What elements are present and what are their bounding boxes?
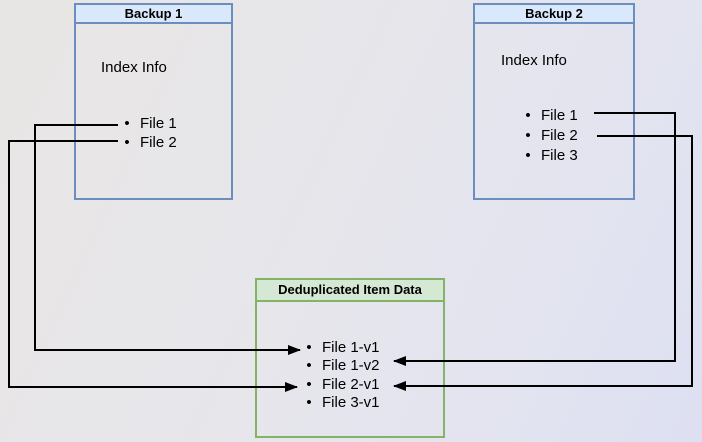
bullet-icon: • — [306, 338, 312, 356]
backup1-file-list: • File 1 • File 2 — [120, 114, 177, 152]
list-item: • File 2-v1 — [302, 375, 380, 394]
list-item: • File 1-v1 — [302, 338, 380, 357]
list-item: • File 1 — [521, 105, 578, 125]
bullet-icon: • — [306, 357, 312, 375]
backup2-file-list: • File 1 • File 2 • File 3 — [521, 105, 578, 165]
dedup-item-label: File 3-v1 — [322, 394, 380, 412]
bullet-icon: • — [306, 394, 312, 412]
backup2-index-info-label: Index Info — [501, 52, 567, 69]
file-label: File 1 — [140, 115, 177, 132]
bullet-icon: • — [124, 134, 130, 151]
dedup-box: Deduplicated Item Data • File 1-v1 • Fil… — [255, 278, 445, 438]
file-label: File 2 — [541, 126, 578, 144]
list-item: • File 1-v2 — [302, 357, 380, 376]
dedup-item-label: File 2-v1 — [322, 375, 380, 393]
bullet-icon: • — [124, 115, 130, 132]
backup1-title: Backup 1 — [76, 5, 231, 24]
file-label: File 1 — [541, 106, 578, 124]
backup2-title: Backup 2 — [475, 5, 633, 24]
dedup-item-list: • File 1-v1 • File 1-v2 • File 2-v1 • Fi… — [302, 338, 380, 413]
backup1-box: Backup 1 Index Info • File 1 • File 2 — [74, 3, 233, 200]
dedup-title: Deduplicated Item Data — [257, 280, 443, 302]
backup1-index-info-label: Index Info — [101, 59, 167, 76]
list-item: • File 2 — [521, 125, 578, 145]
list-item: • File 2 — [120, 133, 177, 152]
bullet-icon: • — [306, 375, 312, 393]
dedup-item-label: File 1-v2 — [322, 357, 380, 375]
bullet-icon: • — [525, 106, 531, 124]
list-item: • File 3 — [521, 145, 578, 165]
file-label: File 3 — [541, 146, 578, 164]
bullet-icon: • — [525, 126, 531, 144]
bullet-icon: • — [525, 146, 531, 164]
backup2-box: Backup 2 Index Info • File 1 • File 2 • … — [473, 3, 635, 200]
dedup-item-label: File 1-v1 — [322, 338, 380, 356]
file-label: File 2 — [140, 134, 177, 151]
list-item: • File 1 — [120, 114, 177, 133]
list-item: • File 3-v1 — [302, 394, 380, 413]
